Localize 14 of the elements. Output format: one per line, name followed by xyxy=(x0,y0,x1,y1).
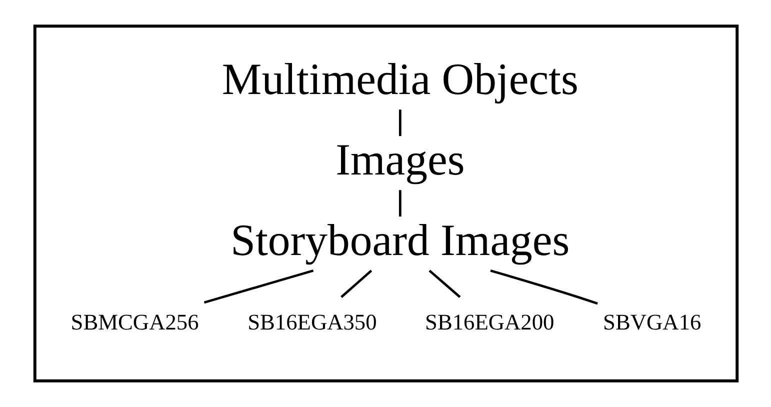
connector xyxy=(490,270,598,305)
connector xyxy=(203,270,314,304)
connector xyxy=(428,270,460,298)
node-text: SBVGA16 xyxy=(602,309,701,334)
node-text: Images xyxy=(335,134,464,184)
node-text: SB16EGA350 xyxy=(247,309,376,334)
node-text: SB16EGA200 xyxy=(424,309,554,334)
connector xyxy=(398,110,401,136)
connector xyxy=(398,190,401,217)
node-text: Multimedia Objects xyxy=(221,54,578,104)
node-text: Storyboard Images xyxy=(230,214,570,265)
cluster xyxy=(32,24,738,382)
node-text: SBMCGA256 xyxy=(70,309,198,334)
connector xyxy=(340,270,372,298)
